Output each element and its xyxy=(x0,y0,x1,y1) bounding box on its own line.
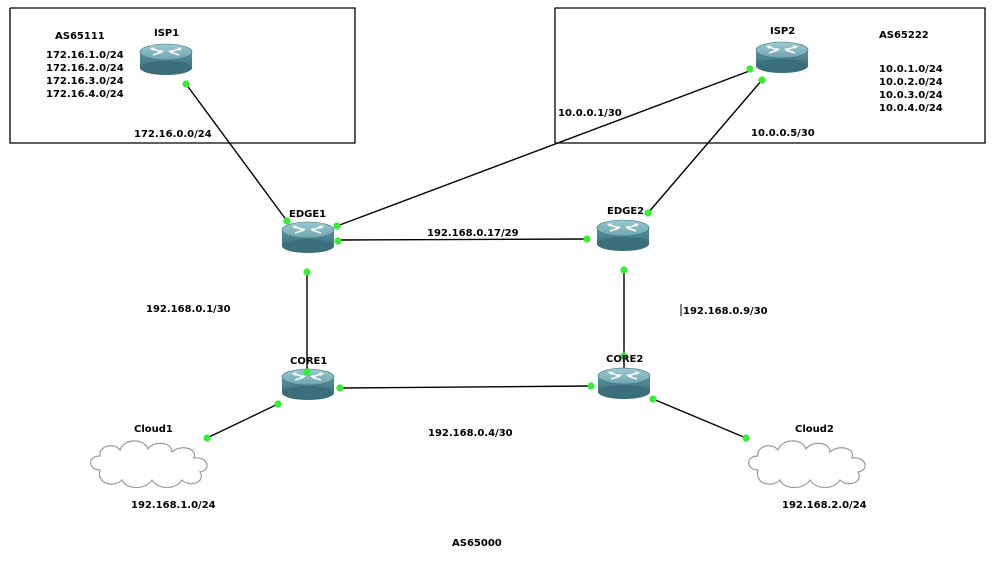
prefix-isp2-4: 10.0.4.0/24 xyxy=(879,103,943,114)
link-core1-cloud1 xyxy=(206,403,279,439)
port-dot xyxy=(758,76,766,84)
cloud2-icon[interactable] xyxy=(748,440,866,489)
cloud-label-cloud1: Cloud1 xyxy=(134,424,173,435)
link-isp2-edge2 xyxy=(647,79,763,214)
router-label-core2: CORE2 xyxy=(606,354,643,365)
subnet-isp2-edge2: 10.0.0.5/30 xyxy=(751,128,815,139)
subnet-cloud1-lan: 192.168.1.0/24 xyxy=(131,500,216,511)
prefix-isp1-1: 172.16.1.0/24 xyxy=(46,50,124,61)
link-core1-core2 xyxy=(339,385,592,389)
port-dot xyxy=(746,65,754,73)
subnet-cloud2-lan: 192.168.2.0/24 xyxy=(782,500,867,511)
link-isp1-edge1 xyxy=(185,83,288,222)
prefix-isp2-3: 10.0.3.0/24 xyxy=(879,90,943,101)
as-label-isp2: AS65222 xyxy=(879,30,929,41)
prefix-isp1-3: 172.16.3.0/24 xyxy=(46,76,124,87)
router-edge1[interactable] xyxy=(281,221,335,254)
link-edge1-edge2 xyxy=(337,238,587,241)
router-label-core1: CORE1 xyxy=(290,356,327,367)
router-isp1[interactable] xyxy=(139,43,193,76)
cloud1-icon[interactable] xyxy=(90,440,208,489)
isp1-as-box xyxy=(9,7,356,144)
port-dot xyxy=(283,217,291,225)
router-label-edge2: EDGE2 xyxy=(607,206,644,217)
port-dot xyxy=(336,384,344,392)
subnet-edge1-edge2: 192.168.0.17/29 xyxy=(427,228,519,239)
link-core2-cloud2 xyxy=(652,398,747,439)
subnet-edge2-core2: 192.168.0.9/30 xyxy=(683,306,768,317)
port-dot xyxy=(334,237,342,245)
prefix-isp2-2: 10.0.2.0/24 xyxy=(879,77,943,88)
port-dot xyxy=(274,400,282,408)
router-isp2[interactable] xyxy=(755,41,809,74)
port-dot xyxy=(587,382,595,390)
prefix-isp2-1: 10.0.1.0/24 xyxy=(879,64,943,75)
port-dot xyxy=(644,209,652,217)
port-dot xyxy=(303,368,311,376)
subnet-isp2-edge1: 10.0.0.1/30 xyxy=(558,108,622,119)
port-dot xyxy=(182,80,190,88)
as-label-isp1: AS65111 xyxy=(55,31,105,42)
as-label-main: AS65000 xyxy=(452,538,502,549)
router-label-isp2: ISP2 xyxy=(770,26,795,37)
isp2-as-box xyxy=(554,7,986,144)
port-dot xyxy=(620,352,628,360)
port-dot xyxy=(333,222,341,230)
link-isp2-edge1 xyxy=(336,69,753,227)
port-dot xyxy=(742,434,750,442)
subnet-core1-core2: 192.168.0.4/30 xyxy=(428,428,513,439)
router-label-isp1: ISP1 xyxy=(154,28,179,39)
subnet-edge1-core1: 192.168.0.1/30 xyxy=(146,304,231,315)
port-dot xyxy=(649,395,657,403)
prefix-isp1-2: 172.16.2.0/24 xyxy=(46,63,124,74)
router-core2[interactable] xyxy=(597,367,651,400)
router-edge2[interactable] xyxy=(596,219,650,252)
port-dot xyxy=(583,235,591,243)
router-label-edge1: EDGE1 xyxy=(289,209,326,220)
port-dot xyxy=(620,266,628,274)
subnet-isp1-edge1: 172.16.0.0/24 xyxy=(134,129,212,140)
port-dot xyxy=(203,434,211,442)
prefix-isp1-4: 172.16.4.0/24 xyxy=(46,89,124,100)
cloud-label-cloud2: Cloud2 xyxy=(795,424,834,435)
port-dot xyxy=(303,268,311,276)
